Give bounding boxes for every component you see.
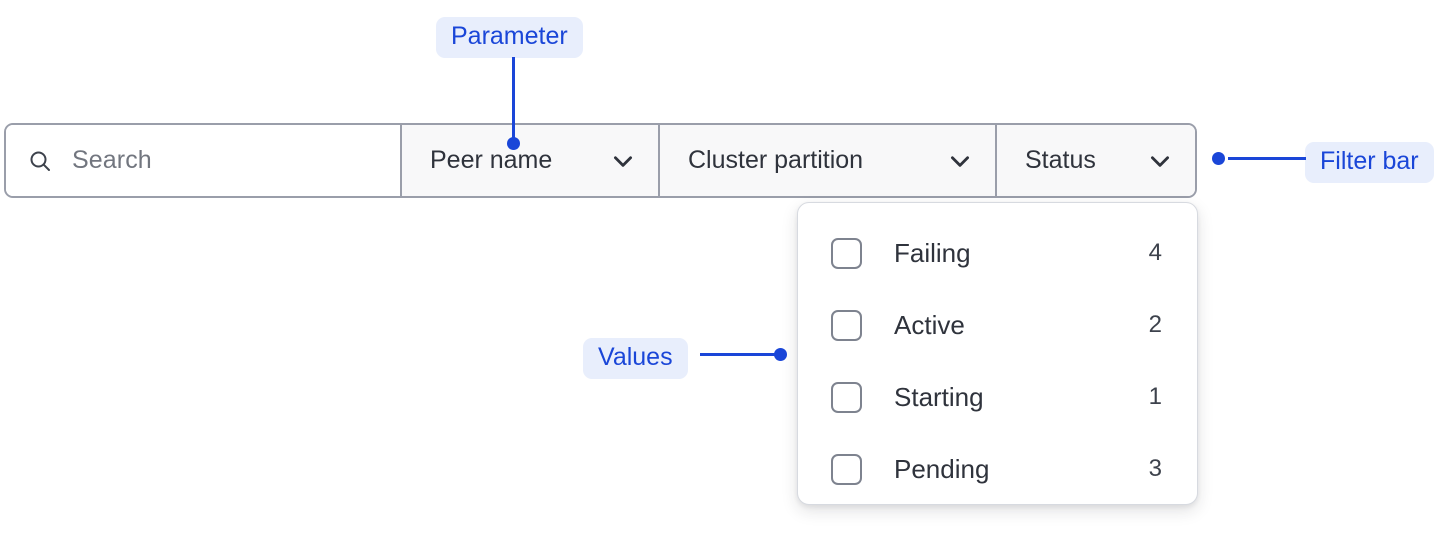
list-item-label: Active — [894, 309, 965, 340]
list-item[interactable]: Starting 1 — [798, 361, 1197, 433]
filter-dropdown-status[interactable]: Status — [997, 125, 1195, 196]
checkbox-failing[interactable] — [831, 237, 862, 269]
filter-dropdown-cluster-partition-label: Cluster partition — [688, 146, 864, 174]
search-input-placeholder: Search — [72, 146, 152, 174]
annotation-filter-bar-anchor-dot — [1212, 152, 1225, 165]
filter-bar: Search Peer name Cluster partition Statu… — [4, 123, 1197, 198]
chevron-down-icon — [614, 155, 632, 167]
list-item-label: Failing — [894, 237, 971, 268]
chevron-down-icon — [1151, 155, 1169, 167]
checkbox-starting[interactable] — [831, 381, 862, 413]
list-item[interactable]: Failing 4 — [798, 217, 1197, 289]
chevron-down-icon — [951, 155, 969, 167]
filter-dropdown-status-label: Status — [1025, 146, 1096, 174]
list-item-label: Pending — [894, 453, 990, 484]
list-item[interactable]: Pending 3 — [798, 433, 1197, 505]
checkbox-pending[interactable] — [831, 453, 862, 485]
list-item[interactable]: Active 2 — [798, 289, 1197, 361]
filter-dropdown-peer-name-label: Peer name — [430, 146, 553, 174]
annotation-parameter-leader-line — [512, 57, 515, 144]
annotation-filter-bar-leader-line — [1228, 157, 1306, 160]
list-item-count: 2 — [1148, 311, 1162, 338]
list-item-count: 3 — [1148, 455, 1162, 482]
annotation-values-leader-line — [700, 353, 780, 356]
annotation-parameter: Parameter — [436, 17, 583, 58]
filter-dropdown-peer-name[interactable]: Peer name — [402, 125, 660, 196]
list-item-label: Starting — [894, 381, 984, 412]
checkbox-active[interactable] — [831, 309, 862, 341]
annotation-values: Values — [583, 338, 688, 379]
list-item-count: 4 — [1148, 239, 1162, 266]
search-field[interactable]: Search — [6, 125, 402, 196]
list-item-count: 1 — [1148, 383, 1162, 410]
annotation-filter-bar: Filter bar — [1305, 142, 1434, 183]
status-dropdown-panel: Failing 4 Active 2 Starting 1 Pending 3 — [797, 202, 1198, 505]
filter-dropdown-cluster-partition[interactable]: Cluster partition — [660, 125, 997, 196]
search-icon — [30, 151, 50, 171]
annotation-values-anchor-dot — [774, 348, 787, 361]
annotation-parameter-anchor-dot — [507, 137, 520, 150]
